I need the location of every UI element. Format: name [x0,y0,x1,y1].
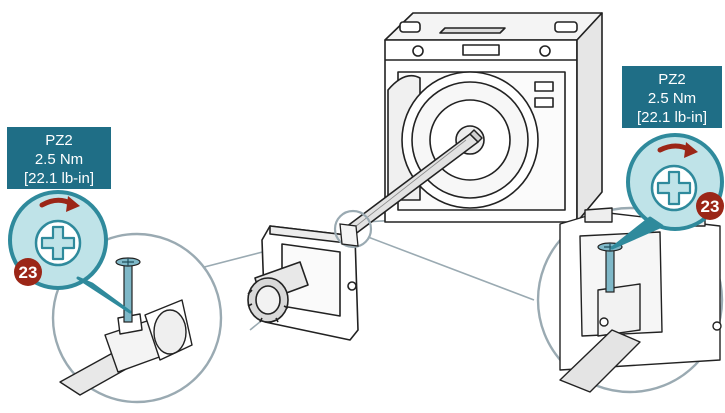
left-callout: 23 [8,190,132,314]
left-detail-view [51,232,223,404]
right-detail-view [536,206,724,394]
bit-type: PZ2 [658,71,686,88]
step-badge [696,192,724,220]
step-number: 23 [19,263,38,282]
torque-imperial: [22.1 lb-in] [24,170,94,187]
arrow-head-icon [66,196,80,212]
pozidriv-cross-icon [650,164,698,212]
bit-type: PZ2 [45,132,73,149]
door-handle-assembly [247,225,359,341]
zoom-guide-lines [184,209,549,331]
torque-metric: 2.5 Nm [648,90,696,107]
right-torque-label: PZ2 2.5 Nm [22.1 lb-in] [622,66,722,128]
left-screw [115,257,141,323]
torque-imperial: [22.1 lb-in] [637,109,707,126]
step-number: 23 [701,197,720,216]
right-callout: 23 [610,133,724,250]
left-torque-label: PZ2 2.5 Nm [22.1 lb-in] [7,127,111,189]
step-badge [14,258,42,286]
pozidriv-cross-icon [34,219,82,267]
torque-metric: 2.5 Nm [35,151,83,168]
arrow-head-icon [684,142,698,158]
detail-zoom-ring [333,209,373,249]
